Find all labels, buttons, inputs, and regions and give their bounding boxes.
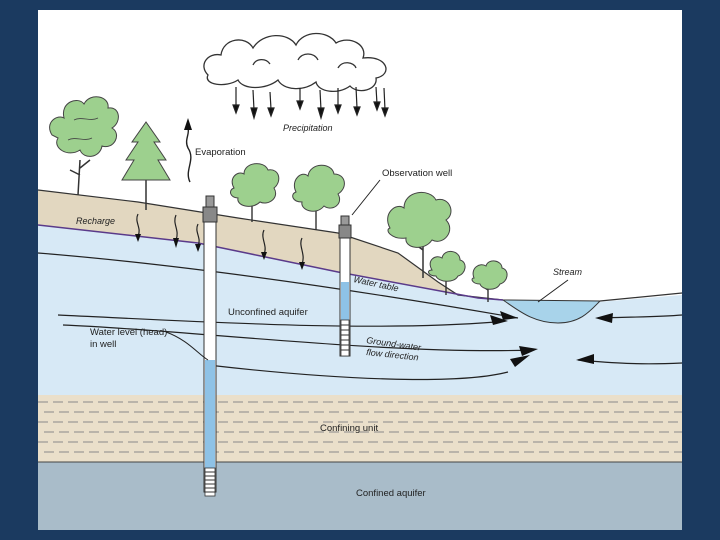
precipitation-arrows [232, 86, 389, 121]
tree-icon [471, 260, 508, 302]
arrowhead [490, 315, 508, 325]
observation-well-label: Observation well [382, 168, 452, 179]
confined-aquifer-layer [38, 462, 682, 530]
arrowhead [576, 354, 594, 364]
well-cap [205, 195, 215, 209]
tree-icon [49, 96, 119, 196]
recharge-arrows [135, 213, 305, 270]
arrowhead [595, 313, 613, 323]
observation-well [338, 215, 352, 357]
confining-unit-label: Confining unit [320, 423, 378, 434]
recharge-label: Recharge [76, 216, 115, 226]
precipitation-label: Precipitation [283, 123, 333, 133]
tree-icon [428, 251, 466, 295]
stream-label: Stream [553, 267, 583, 277]
ground-surface-line [38, 189, 682, 302]
evaporation-arrow [184, 118, 192, 183]
tree-icon [230, 163, 280, 222]
well-water-column [341, 282, 349, 356]
soil-layer [38, 190, 478, 298]
evaporation-label: Evaporation [195, 147, 246, 158]
tree-icon [387, 192, 452, 278]
arrowhead [519, 346, 538, 356]
diagram-frame: Precipitation Evaporation Observation we… [38, 10, 682, 530]
well-water-column [205, 360, 215, 492]
unconfined-aquifer-label: Unconfined aquifer [228, 307, 308, 318]
deep-well [202, 195, 218, 497]
confining-unit-dashes [38, 401, 682, 453]
tree-icon [121, 121, 171, 210]
arrowhead [500, 311, 518, 320]
water-table-line [38, 224, 504, 301]
cloud-icon [203, 32, 387, 92]
groundwater-diagram: Precipitation Evaporation Observation we… [38, 32, 682, 530]
stream-water [501, 299, 602, 324]
confining-unit-layer [38, 395, 682, 462]
arrowhead [510, 355, 530, 367]
well-screen [204, 467, 216, 497]
water-level-label-line1: Water level (head) [90, 327, 167, 338]
tree-icon [292, 164, 345, 230]
confined-aquifer-label: Confined aquifer [356, 488, 426, 499]
leader-lines [165, 179, 569, 361]
well-screen [340, 319, 350, 357]
water-level-label-line2: in well [90, 339, 116, 350]
flow-arrowheads [490, 311, 613, 367]
